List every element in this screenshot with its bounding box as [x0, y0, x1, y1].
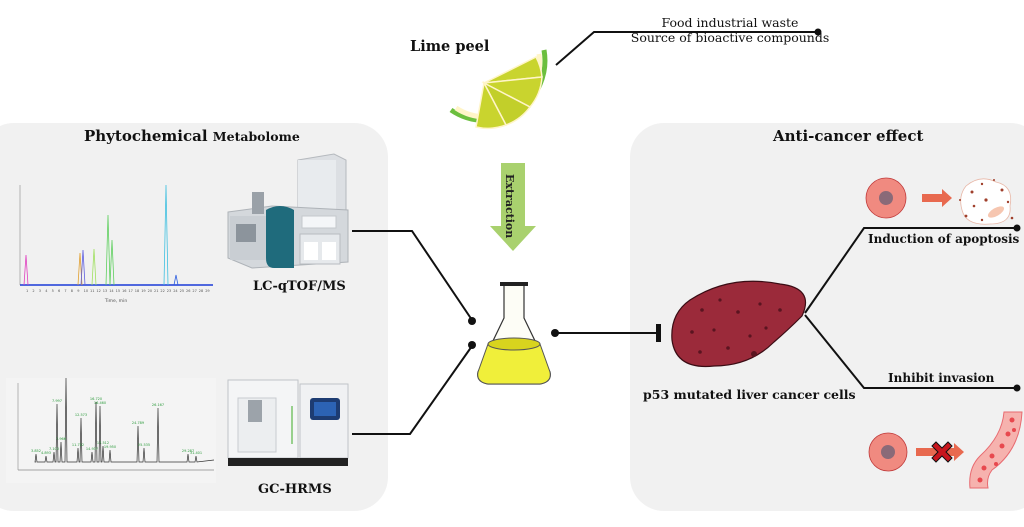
lc-x-tick: 7	[64, 289, 66, 293]
gc-peak-label: 26.167	[152, 403, 164, 407]
lc-connector	[352, 230, 473, 321]
apoptosis-label: Induction of apoptosis	[868, 232, 1020, 246]
apoptosis-illustration	[865, 177, 1014, 225]
lc-x-tick: 11	[90, 289, 94, 293]
extraction-arrow-icon	[490, 163, 536, 251]
lc-x-tick: 21	[154, 289, 158, 293]
gc-hrms-instrument-icon	[227, 379, 349, 466]
gc-peak-label: 16.720	[90, 397, 102, 401]
lc-peak	[80, 249, 86, 286]
gc-trace	[34, 378, 215, 463]
inhibition-bar	[656, 324, 661, 342]
lc-x-tick: 6	[58, 289, 60, 293]
gc-peak-label: 4.893	[41, 451, 51, 455]
anticancer-title: Anti-cancer effect	[773, 127, 924, 145]
lc-qtof-label: LC-qTOF/MS	[253, 279, 346, 294]
gc-chromatogram: 3.8524.8937.1037.9977.9668.9011.72212.57…	[6, 378, 216, 483]
lc-qtof-instrument-icon	[227, 153, 349, 269]
lc-peak	[109, 239, 115, 286]
lc-x-tick: 17	[128, 289, 132, 293]
invasion-illustration	[868, 411, 1023, 489]
gc-peak-label: 7.966	[56, 437, 66, 441]
invading-cell-icon	[868, 432, 908, 472]
gc-peak-label: 11.722	[72, 443, 84, 447]
gc-peak-label: 7.997	[52, 399, 62, 403]
lime-slice-icon	[449, 49, 548, 130]
lime-note-connector	[555, 31, 818, 66]
inhibition-dot	[551, 329, 559, 337]
lc-peak	[173, 274, 179, 286]
lc-x-tick: 5	[52, 289, 54, 293]
lc-x-tick: 20	[148, 289, 152, 293]
apoptosis-dot	[1013, 224, 1021, 232]
apoptosis-connector	[804, 227, 1017, 314]
gc-peak-label: 24.789	[132, 421, 144, 425]
blocked-cross-icon	[931, 441, 953, 463]
invasion-dot	[1013, 384, 1021, 392]
liver-cancer-label: p53 mutated liver cancer cells	[643, 387, 856, 402]
gc-peak-label: 12.573	[75, 413, 87, 417]
lc-peak	[91, 248, 97, 286]
lc-x-tick: 28	[199, 289, 203, 293]
gc-peak-label: 29.287	[182, 449, 194, 453]
lc-x-tick: 23	[167, 289, 171, 293]
lc-x-tick: 18	[135, 289, 139, 293]
gc-connector-dot	[468, 341, 476, 349]
flask-icon	[477, 282, 551, 385]
gc-peak-label: 17.512	[97, 441, 109, 445]
apoptotic-cell-icon	[959, 178, 1014, 225]
lime-note-line1: Food industrial waste	[661, 15, 799, 30]
lc-x-tick: 15	[116, 289, 120, 293]
gc-peak-label: 19.950	[104, 445, 116, 449]
lc-peak	[105, 214, 111, 286]
apoptosis-arrow-icon	[922, 189, 952, 207]
invasion-label: Inhibit invasion	[888, 371, 995, 385]
lime-peel-title: Lime peel	[410, 38, 490, 55]
gc-peak-label: 31.401	[190, 451, 202, 455]
lc-x-tick: 2	[32, 289, 34, 293]
lc-x-tick: 13	[103, 289, 107, 293]
lc-x-tick: 19	[141, 289, 145, 293]
gc-peak-label: 7.103	[49, 447, 59, 451]
lc-x-tick: 8	[71, 289, 73, 293]
gc-hrms-label: GC-HRMS	[258, 482, 332, 497]
extraction-label: Extraction	[503, 174, 516, 239]
gc-peak-label: 3.852	[31, 449, 41, 453]
lc-x-tick: 22	[160, 289, 164, 293]
lime-note-line2: Source of bioactive compounds	[630, 30, 830, 45]
lc-x-tick: 1	[26, 289, 28, 293]
lc-x-tick: 16	[122, 289, 126, 293]
invasion-connector	[804, 314, 1017, 389]
lime-note-dot	[814, 28, 822, 36]
lc-x-tick: 29	[205, 289, 209, 293]
lc-x-tick: 12	[96, 289, 100, 293]
lc-x-tick: 14	[109, 289, 114, 293]
lc-x-tick: 3	[39, 289, 41, 293]
metabolome-title-main: Phytochemical	[84, 127, 208, 145]
gc-peak-label: 14.937	[86, 447, 98, 451]
gc-peak-label: 25.535	[138, 443, 150, 447]
lc-peak	[23, 254, 29, 286]
lc-x-tick: 4	[45, 289, 48, 293]
lc-x-tick: 27	[192, 289, 196, 293]
metabolome-title: Phytochemical Metabolome	[84, 127, 300, 145]
lc-connector-dot	[468, 317, 476, 325]
lc-x-tick: 9	[77, 289, 79, 293]
lc-x-tick: 24	[173, 289, 178, 293]
lc-x-tick: 25	[180, 289, 184, 293]
gc-connector	[352, 345, 473, 435]
lc-x-tick: 10	[84, 289, 88, 293]
lc-xlabel: Time, min	[104, 298, 128, 304]
blood-vessel-icon	[969, 411, 1023, 489]
liver-icon	[671, 280, 807, 368]
lc-peak	[163, 184, 169, 286]
lime-note: Food industrial waste Source of bioactiv…	[605, 15, 855, 45]
gc-peak-label: 16.460	[94, 401, 106, 405]
cancer-cell-icon	[865, 177, 907, 219]
lc-x-tick: 26	[186, 289, 190, 293]
metabolome-title-sub: Metabolome	[212, 129, 300, 144]
